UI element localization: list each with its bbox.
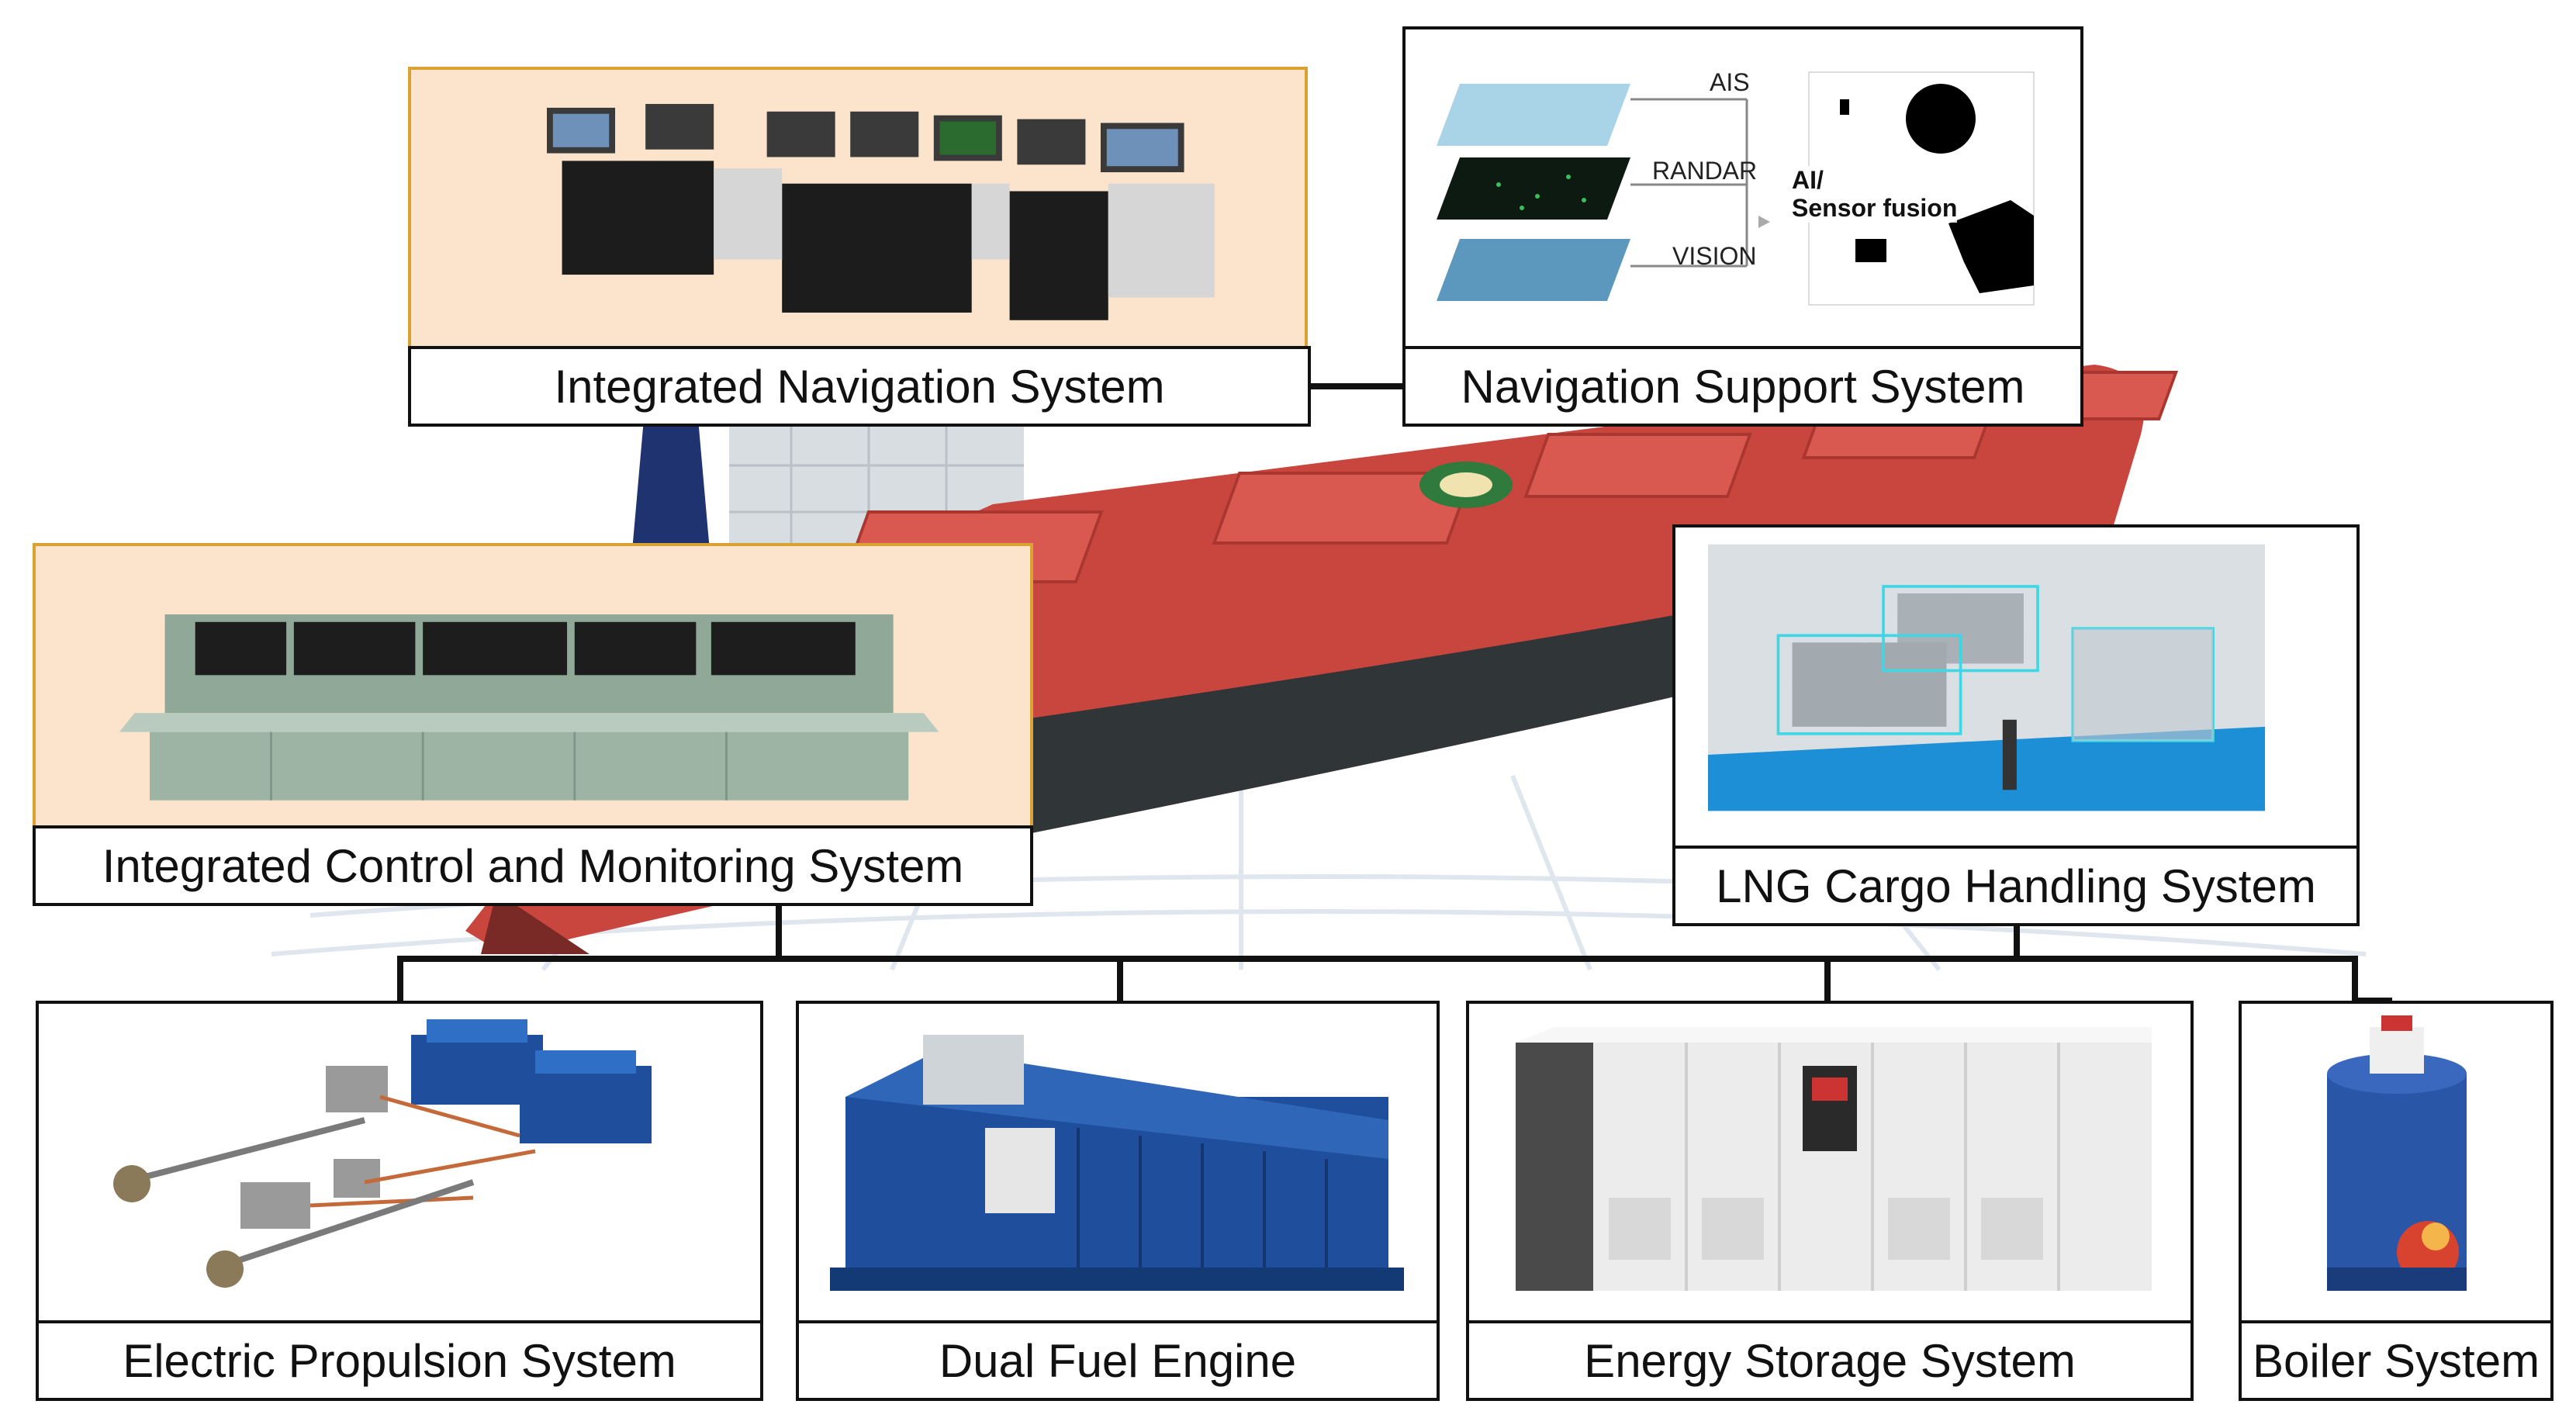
electric-propulsion-label: Electric Propulsion System [36,1320,763,1401]
dual-fuel-label: Dual Fuel Engine [796,1320,1440,1401]
connector-nav-to-support [1308,383,1406,389]
electric-propulsion-panel [36,1001,763,1326]
fusion-label-sensor: Sensor fusion [1792,194,1958,223]
integrated-control-label: Integrated Control and Monitoring System [33,825,1033,906]
layer-label-ais: AIS [1710,68,1750,96]
lng-cargo-panel [1672,524,2360,850]
deck-hatches [841,371,2179,583]
integrated-navigation-image [408,67,1308,349]
layer-label-randar: RANDAR [1652,157,1758,185]
integrated-navigation-label: Integrated Navigation System [408,346,1311,427]
lng-cargo-label: LNG Cargo Handling System [1672,846,2360,926]
energy-storage-label: Energy Storage System [1466,1320,2194,1401]
connector-drop-electric [397,956,403,1004]
control-console-illustration [119,614,939,801]
layer-label-vision: VISION [1672,242,1757,270]
connector-icms-down [776,900,782,959]
dual-fuel-engine-illustration [830,1035,1404,1291]
connector-drop-energy [1824,956,1831,1004]
fusion-label-ai: AI/ [1792,166,1824,195]
electric-propulsion-illustration [113,1019,652,1288]
boiler-panel [2239,1001,2554,1326]
integrated-control-image [33,543,1033,828]
boiler-illustration [2327,1015,2467,1291]
navigation-support-label: Navigation Support System [1402,346,2083,427]
boiler-label: Boiler System [2239,1320,2554,1401]
connector-lng-down [2014,923,2020,959]
dual-fuel-panel [796,1001,1440,1326]
bridge-console-illustration [547,104,1215,320]
energy-storage-illustration [1516,1027,2152,1291]
connector-drop-boiler [2352,956,2358,1004]
lng-tank-illustration [1708,544,2266,811]
energy-storage-panel [1466,1001,2194,1326]
connector-bus [397,956,2358,962]
sensor-fusion-illustration [1437,71,2035,306]
connector-drop-dualfuel [1117,956,1123,1004]
